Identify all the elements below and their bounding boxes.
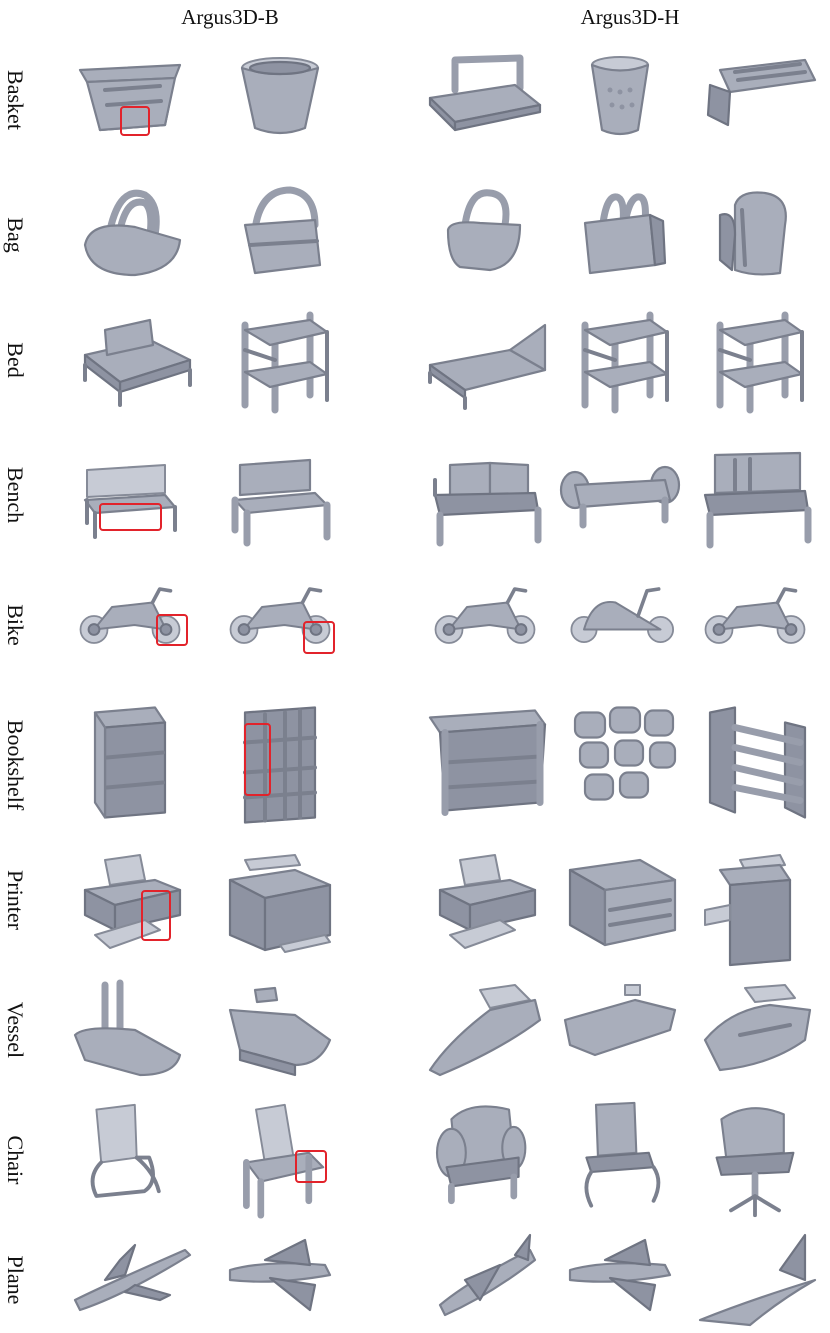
row-label-basket: Basket — [3, 70, 28, 130]
render-basket-h-5 — [690, 50, 820, 150]
render-plane-h-3 — [420, 1230, 550, 1330]
row-label-plane: Plane — [3, 1255, 28, 1305]
row-label-chair: Chair — [3, 1135, 28, 1185]
render-bag-h-5 — [690, 180, 820, 290]
row-label-bag: Bag — [3, 217, 28, 253]
row-label-bookshelf: Bookshelf — [3, 719, 28, 811]
render-bookshelf-b-2 — [215, 700, 345, 830]
render-printer-h-5 — [690, 845, 820, 967]
render-basket-b-2 — [215, 50, 345, 150]
render-plane-h-5 — [690, 1230, 820, 1330]
render-chair-b-2 — [215, 1100, 345, 1220]
highlight-box-basket — [120, 106, 150, 136]
render-printer-h-3 — [420, 845, 550, 955]
render-bike-h-3 — [420, 580, 550, 670]
render-bed-b-2 — [215, 305, 345, 415]
render-bag-h-3 — [420, 180, 550, 290]
render-chair-h-4 — [555, 1100, 685, 1220]
render-bike-h-4 — [555, 580, 685, 670]
render-bench-b-2 — [215, 440, 345, 550]
render-bed-h-5 — [690, 305, 820, 415]
render-bike-h-5 — [690, 580, 820, 670]
render-bookshelf-h-5 — [690, 700, 820, 830]
render-plane-h-4 — [555, 1230, 685, 1330]
render-printer-b-1 — [65, 845, 195, 955]
render-basket-h-3 — [420, 50, 550, 150]
render-vessel-h-5 — [690, 975, 820, 1085]
column-header-argus3d-b: Argus3D-B — [181, 5, 279, 29]
render-plane-b-1 — [65, 1230, 195, 1330]
render-chair-h-3 — [420, 1100, 550, 1220]
row-label-bed: Bed — [3, 342, 28, 378]
row-label-vessel: Vessel — [3, 1001, 28, 1059]
render-bench-b-1 — [65, 440, 195, 550]
highlight-box-bookshelf — [244, 723, 271, 796]
render-bag-b-2 — [215, 180, 345, 290]
render-bed-h-3 — [420, 305, 550, 415]
highlight-box-printer — [141, 890, 171, 941]
render-basket-h-4 — [555, 50, 685, 150]
highlight-box-chair — [295, 1150, 327, 1183]
row-label-printer: Printer — [3, 870, 28, 930]
render-bag-b-1 — [65, 180, 195, 290]
render-chair-h-5 — [690, 1100, 820, 1220]
row-label-bike: Bike — [3, 604, 28, 646]
render-printer-b-2 — [215, 845, 345, 955]
render-bookshelf-h-3 — [420, 700, 550, 830]
render-bookshelf-h-4 — [555, 700, 685, 830]
render-bench-h-3 — [420, 440, 550, 550]
render-bench-h-4 — [555, 440, 685, 550]
column-header-argus3d-h: Argus3D-H — [580, 5, 680, 29]
highlight-box-bench — [99, 503, 162, 531]
render-vessel-b-1 — [65, 975, 195, 1085]
render-vessel-b-2 — [215, 975, 345, 1085]
render-printer-h-4 — [555, 845, 685, 955]
render-plane-b-2 — [215, 1230, 345, 1330]
render-bench-h-5 — [690, 440, 820, 550]
render-bag-h-4 — [555, 180, 685, 290]
render-bookshelf-b-1 — [65, 700, 195, 830]
render-bed-b-1 — [65, 305, 195, 415]
highlight-box-bike-2 — [303, 621, 335, 654]
render-vessel-h-4 — [555, 975, 685, 1085]
render-vessel-h-3 — [420, 975, 550, 1085]
render-bed-h-4 — [555, 305, 685, 415]
row-label-bench: Bench — [3, 466, 28, 524]
render-basket-b-1 — [65, 50, 195, 150]
render-chair-b-1 — [65, 1100, 195, 1220]
highlight-box-bike-1 — [156, 614, 188, 646]
